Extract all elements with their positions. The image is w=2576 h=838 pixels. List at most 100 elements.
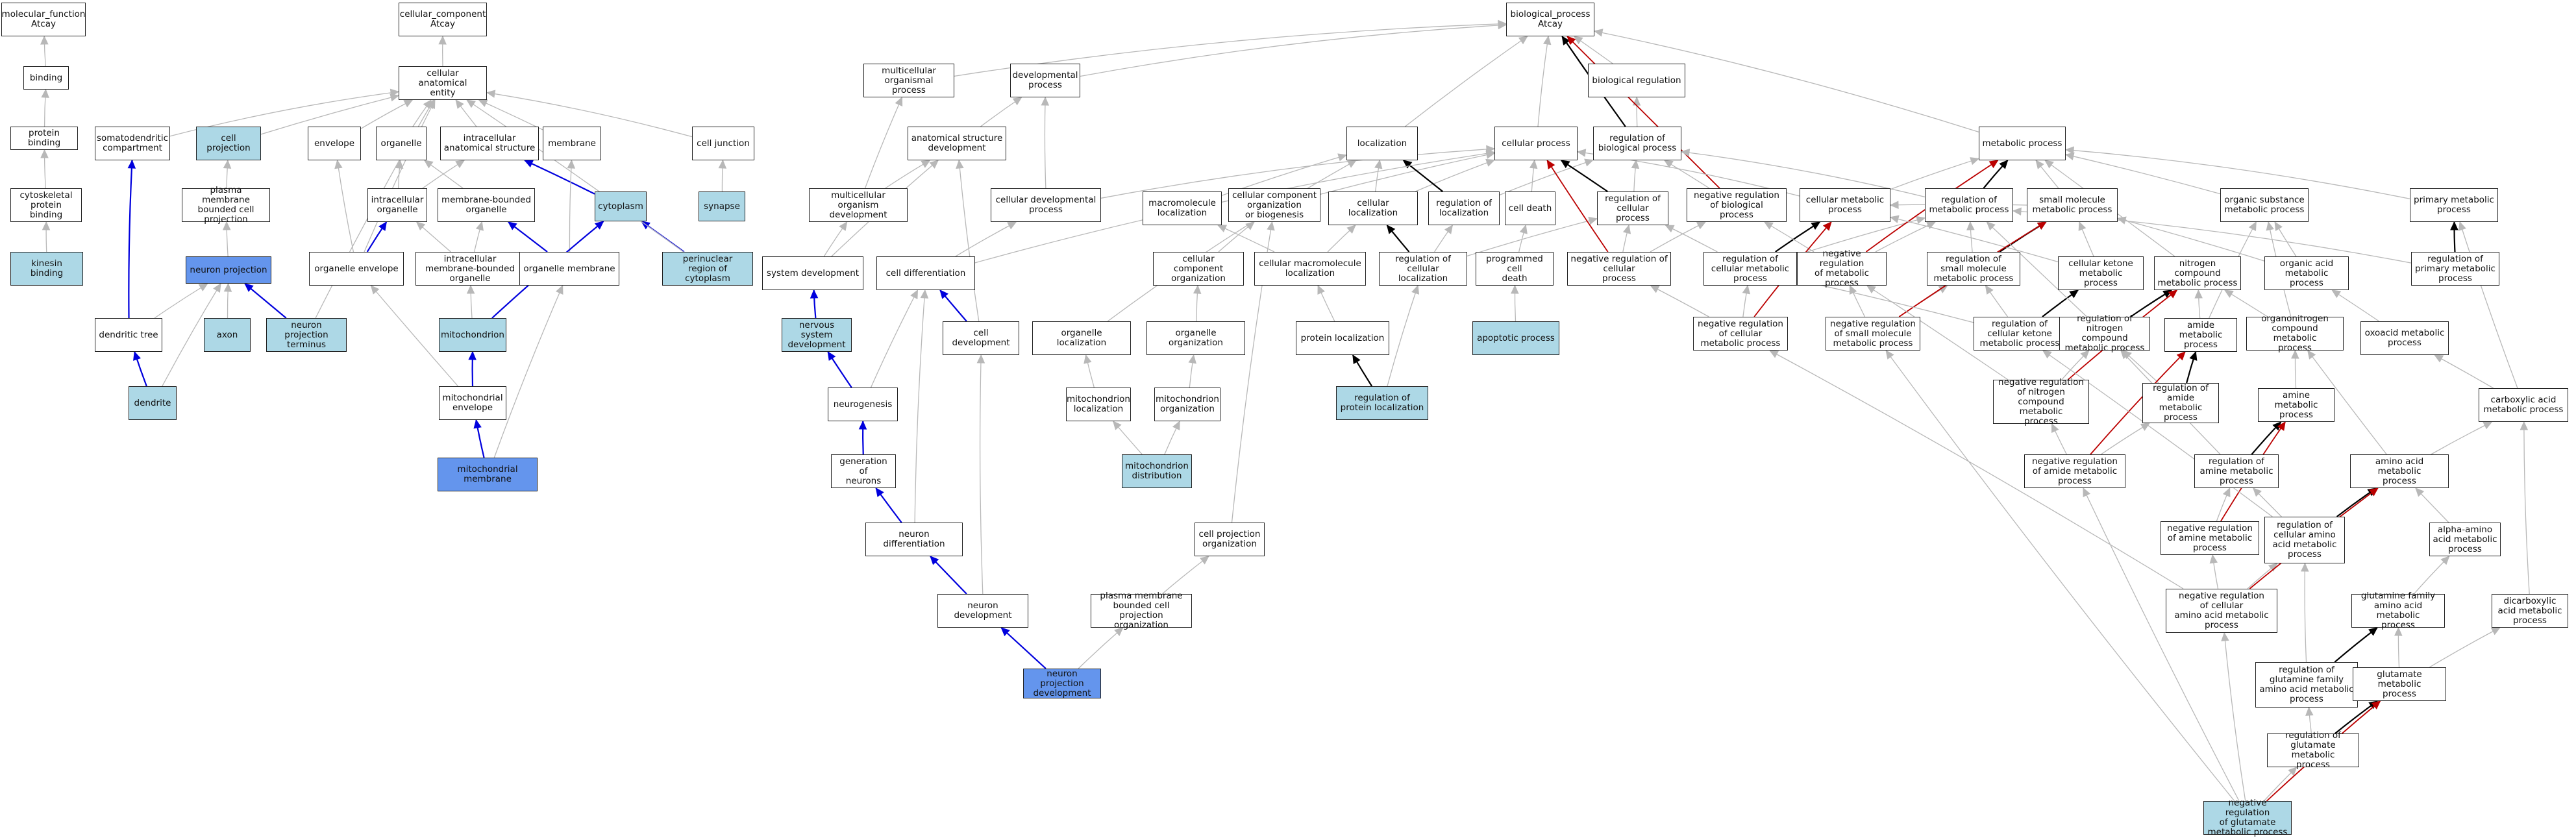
term-node-bioreg[interactable]: biological regulation	[1588, 64, 1685, 97]
term-node-protloc[interactable]: protein localization	[1296, 321, 1389, 355]
term-node-dendrite[interactable]: dendrite	[129, 386, 177, 420]
term-node-regmp[interactable]: regulation of metabolic process	[1925, 188, 2013, 222]
term-node-cc[interactable]: cellular_component Atcay	[399, 3, 487, 36]
term-node-mbo[interactable]: membrane-bounded organelle	[438, 188, 535, 222]
term-node-negregglut[interactable]: negative regulation of glutamate metabol…	[2203, 798, 2292, 837]
term-node-negregamide[interactable]: negative regulation of amide metabolic p…	[2024, 454, 2125, 488]
term-node-cml[interactable]: cellular macromolecule localization	[1254, 252, 1366, 286]
term-node-kinesin[interactable]: kinesin binding	[10, 252, 83, 286]
term-node-celljunc[interactable]: cell junction	[692, 127, 754, 160]
term-node-celldiff[interactable]: cell differentiation	[876, 256, 975, 290]
term-node-oamp[interactable]: organic acid metabolic process	[2264, 256, 2349, 290]
term-node-envelope[interactable]: envelope	[308, 127, 361, 160]
term-node-orgorg[interactable]: organelle organization	[1146, 321, 1245, 355]
term-node-ias[interactable]: intracellular anatomical structure	[440, 127, 539, 160]
term-node-ncmp[interactable]: nitrogen compound metabolic process	[2154, 256, 2241, 290]
term-node-oxoacid[interactable]: oxoacid metabolic process	[2360, 321, 2449, 355]
term-node-regcaamp[interactable]: regulation of cellular amino acid metabo…	[2264, 517, 2345, 563]
term-node-perinuclear[interactable]: perinuclear region of cytoplasm	[662, 252, 753, 286]
term-node-pmbcp[interactable]: plasma membrane bounded cell projection	[182, 186, 270, 225]
term-node-neuronproj[interactable]: neuron projection	[186, 256, 271, 284]
term-node-organelle[interactable]: organelle	[376, 127, 427, 160]
term-node-neurodiff[interactable]: neuron differentiation	[865, 523, 963, 556]
term-node-regprotloc[interactable]: regulation of protein localization	[1336, 386, 1428, 420]
term-node-glutmp[interactable]: glutamate metabolic process	[2353, 667, 2446, 701]
term-node-neurodev[interactable]: neuron development	[937, 594, 1028, 628]
term-node-cpo[interactable]: cell projection organization	[1195, 523, 1265, 556]
term-node-ccob[interactable]: cellular component organization or bioge…	[1228, 188, 1320, 222]
term-node-axon[interactable]: axon	[204, 318, 251, 352]
term-node-pcd[interactable]: programmed cell death	[1476, 252, 1554, 286]
term-node-dendtree[interactable]: dendritic tree	[95, 318, 162, 352]
term-node-orgloc[interactable]: organelle localization	[1032, 321, 1131, 355]
term-node-negregbp[interactable]: negative regulation of biological proces…	[1687, 188, 1787, 222]
term-node-aminemp[interactable]: amine metabolic process	[2258, 388, 2334, 422]
term-node-negregncmp[interactable]: negative regulation of nitrogen compound…	[1993, 377, 2089, 426]
term-node-cellproc[interactable]: cellular process	[1494, 127, 1578, 160]
term-node-reggfaamp[interactable]: regulation of glutamine family amino aci…	[2255, 662, 2358, 708]
term-node-negregsmmp[interactable]: negative regulation of small molecule me…	[1826, 317, 1920, 351]
term-node-amidemp[interactable]: amide metabolic process	[2164, 318, 2237, 352]
term-node-negregcmp[interactable]: negative regulation of cellular metaboli…	[1693, 317, 1788, 351]
term-node-cae[interactable]: cellular anatomical entity	[399, 66, 487, 100]
term-node-orgmem[interactable]: organelle membrane	[519, 252, 619, 286]
term-node-regcp[interactable]: regulation of cellular process	[1597, 191, 1668, 225]
term-node-imbo[interactable]: intracellular membrane-bounded organelle	[415, 252, 525, 286]
term-node-gfaamp[interactable]: glutamine family amino acid metabolic pr…	[2351, 591, 2445, 630]
term-node-pmp[interactable]: primary metabolic process	[2410, 188, 2498, 222]
term-node-smmp[interactable]: small molecule metabolic process	[2027, 188, 2118, 222]
term-node-ckmp[interactable]: cellular ketone metabolic process	[2058, 256, 2144, 290]
term-node-sysdev[interactable]: system development	[762, 256, 863, 290]
term-node-mop[interactable]: multicellular organismal process	[863, 64, 954, 97]
term-node-cytoplasm[interactable]: cytoplasm	[595, 191, 647, 221]
term-node-devproc[interactable]: developmental process	[1010, 64, 1080, 97]
term-node-celldeath[interactable]: cell death	[1505, 191, 1555, 225]
term-node-neurogenesis[interactable]: neurogenesis	[828, 388, 898, 421]
term-node-oncmp[interactable]: organonitrogen compound metabolic proces…	[2246, 314, 2344, 353]
term-node-mito[interactable]: mitochondrion	[439, 318, 506, 352]
term-node-cco[interactable]: cellular component organization	[1153, 252, 1244, 286]
term-node-pmbcpo[interactable]: plasma membrane bounded cell projection …	[1091, 591, 1192, 630]
term-node-cellloc[interactable]: cellular localization	[1328, 191, 1418, 225]
term-node-negregamine[interactable]: negative regulation of amine metabolic p…	[2161, 521, 2259, 555]
term-node-mitoenv[interactable]: mitochondrial envelope	[439, 386, 506, 420]
term-node-mitodist[interactable]: mitochondrion distribution	[1122, 454, 1192, 488]
term-node-cellproj[interactable]: cell projection	[196, 127, 261, 160]
term-node-asd[interactable]: anatomical structure development	[908, 127, 1006, 160]
term-node-npt[interactable]: neuron projection terminus	[266, 318, 347, 352]
term-node-nsd[interactable]: nervous system development	[782, 318, 852, 352]
term-node-negregmp[interactable]: negative regulation of metabolic process	[1797, 249, 1887, 288]
term-node-cmp[interactable]: cellular metabolic process	[1800, 188, 1890, 222]
term-node-genneurons[interactable]: generation of neurons	[831, 454, 896, 488]
term-node-regcl[interactable]: regulation of cellular localization	[1379, 252, 1467, 286]
term-node-mf[interactable]: molecular_function Atcay	[1, 3, 86, 36]
term-node-alphaaa[interactable]: alpha-amino acid metabolic process	[2429, 523, 2501, 556]
term-node-macroloc[interactable]: macromolecule localization	[1143, 191, 1222, 225]
term-node-metproc[interactable]: metabolic process	[1979, 127, 2066, 160]
term-node-negregcp[interactable]: negative regulation of cellular process	[1567, 252, 1671, 286]
term-node-negregcaamp[interactable]: negative regulation of cellular amino ac…	[2166, 589, 2277, 633]
term-node-regpmp[interactable]: regulation of primary metabolic process	[2411, 252, 2499, 286]
term-node-mitoorg[interactable]: mitochondrion organization	[1154, 388, 1220, 421]
term-node-mod[interactable]: multicellular organism development	[809, 188, 908, 222]
term-node-apoptotic[interactable]: apoptotic process	[1472, 321, 1559, 355]
term-node-regckmp[interactable]: regulation of cellular ketone metabolic …	[1974, 317, 2066, 351]
term-node-regcmp[interactable]: regulation of cellular metabolic process	[1703, 252, 1797, 286]
term-node-regamidemp[interactable]: regulation of amide metabolic process	[2142, 383, 2219, 423]
term-node-protein-binding[interactable]: protein binding	[10, 127, 78, 150]
term-node-regloc[interactable]: regulation of localization	[1428, 191, 1500, 225]
term-node-bp[interactable]: biological_process Atcay	[1506, 3, 1594, 36]
term-node-orgenv[interactable]: organelle envelope	[309, 252, 404, 286]
term-node-somato[interactable]: somatodendritic compartment	[95, 127, 170, 160]
term-node-celldev[interactable]: cell development	[943, 321, 1019, 355]
term-node-regsmmp[interactable]: regulation of small molecule metabolic p…	[1927, 252, 2020, 286]
term-node-cyto-pb[interactable]: cytoskeletal protein binding	[10, 188, 82, 222]
term-node-synapse[interactable]: synapse	[699, 191, 745, 221]
term-node-membrane[interactable]: membrane	[543, 127, 601, 160]
term-node-binding[interactable]: binding	[23, 66, 69, 90]
term-node-regbp[interactable]: regulation of biological process	[1593, 127, 1681, 160]
term-node-aamp[interactable]: amino acid metabolic process	[2350, 454, 2449, 488]
term-node-mitoloc[interactable]: mitochondrion localization	[1066, 388, 1131, 421]
term-node-regaminemp[interactable]: regulation of amine metabolic process	[2194, 454, 2279, 488]
term-node-mitomem[interactable]: mitochondrial membrane	[438, 458, 538, 491]
